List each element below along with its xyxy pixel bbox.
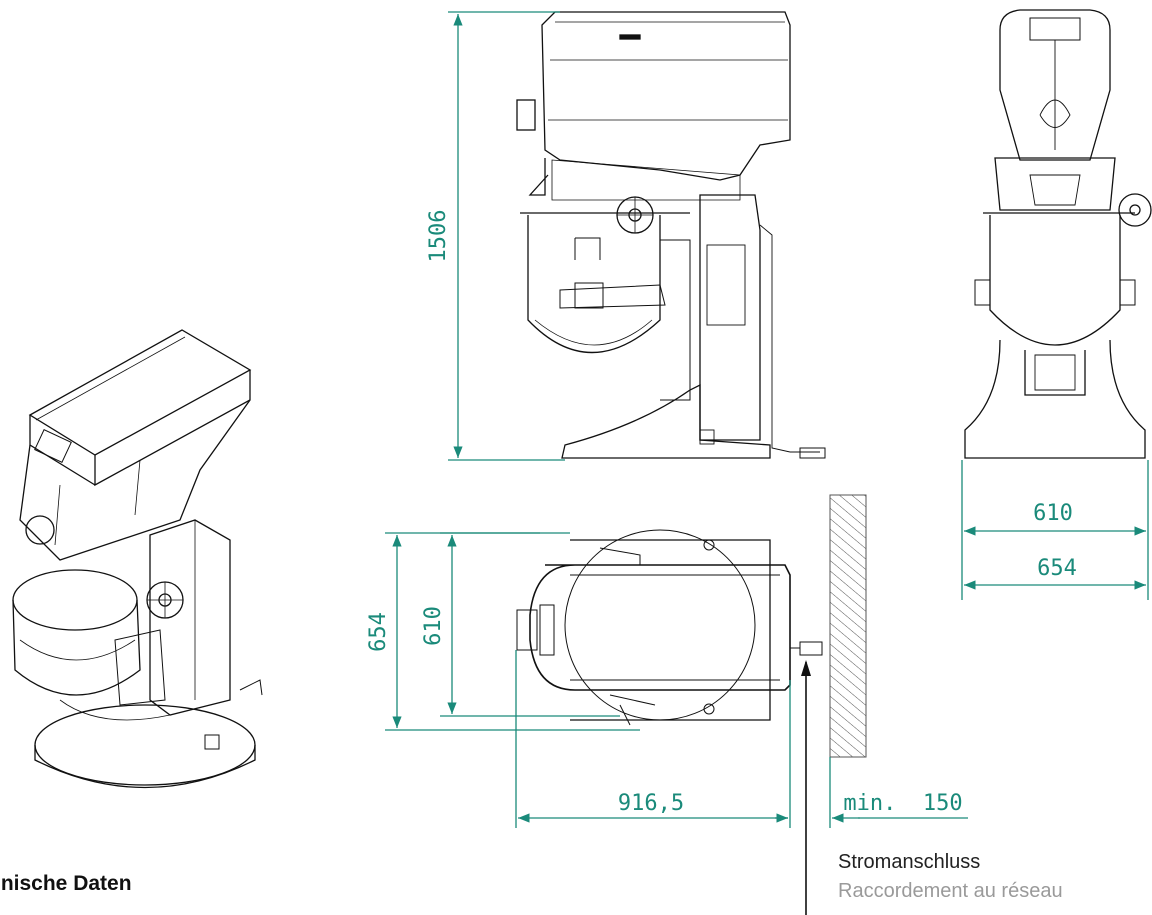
power-connection-leader	[801, 660, 811, 915]
dim-front-654: 654	[1037, 556, 1077, 581]
dim-top-654: 654	[366, 612, 391, 652]
dim-length-916-5: 916,5	[618, 791, 684, 816]
dim-height-1506: 1506	[426, 210, 451, 263]
dimension-lines	[385, 11, 1149, 828]
side-view	[516, 11, 826, 459]
power-connection-label-de: Stromanschluss	[838, 851, 981, 873]
power-connection-label-fr: Raccordement au réseau	[838, 880, 1063, 902]
dim-front-610: 610	[1033, 501, 1073, 526]
dim-top-610: 610	[421, 606, 446, 646]
wall-hatch	[829, 494, 867, 758]
isometric-view	[12, 329, 263, 789]
dim-wall-clearance: min. 150	[843, 791, 962, 816]
front-view	[964, 9, 1152, 459]
top-view	[516, 529, 823, 726]
section-title: hnische Daten	[0, 872, 132, 895]
